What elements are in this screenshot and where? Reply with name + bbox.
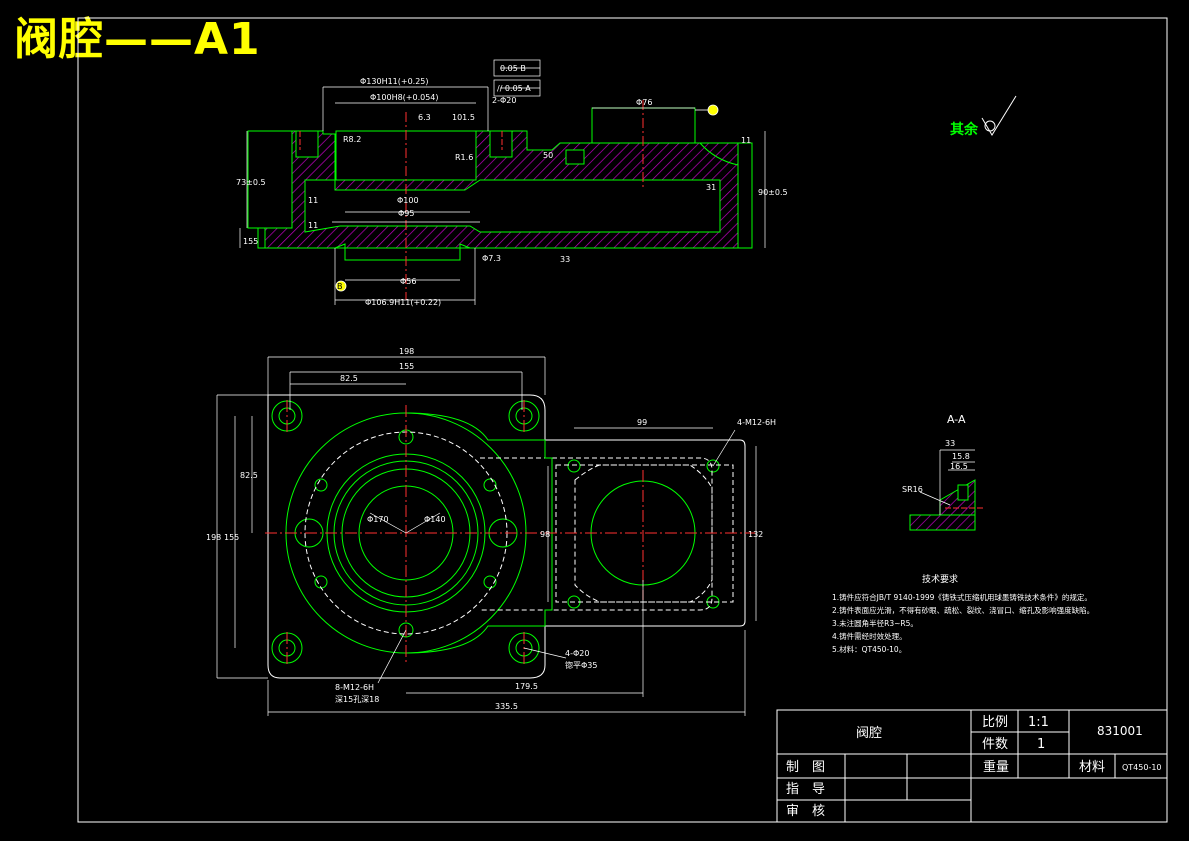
dim-h132: 132 xyxy=(748,530,763,539)
dim-h90: 90±0.5 xyxy=(758,188,788,197)
tb-scale-value: 1:1 xyxy=(1028,715,1049,730)
section-view xyxy=(247,100,753,300)
dim-h31: 31 xyxy=(706,183,716,192)
dim-r82: R8.2 xyxy=(343,135,361,144)
dim-h11a: 11 xyxy=(308,196,318,205)
dim-h11c: 11 xyxy=(741,136,751,145)
dim-b: B xyxy=(337,282,343,291)
dim-tol2: // 0.05 A xyxy=(497,84,531,93)
sheet-border xyxy=(77,17,1168,823)
tb-drawn-label: 制 图 xyxy=(786,760,825,775)
dim-d76: Φ76 xyxy=(636,98,652,107)
dim-d100b: Φ100 xyxy=(397,196,419,205)
section-a-a-label: A-A xyxy=(947,413,966,426)
tech-requirements: 技术要求 1.铸件应符合JB/T 9140-1999《铸铁式压缩机用球墨铸铁技术… xyxy=(832,573,1094,654)
roughness-symbol xyxy=(981,95,1017,136)
dim-h155: 155 xyxy=(224,533,239,542)
dim-sec-33: 33 xyxy=(945,439,955,448)
dim-holes-m12: 4-M12-6H xyxy=(737,418,776,427)
dim-sec-sr: SR16 xyxy=(902,485,923,494)
dim-ra63: 6.3 xyxy=(418,113,431,122)
dim-d56: Φ56 xyxy=(400,277,416,286)
tb-weight-label: 重量 xyxy=(983,759,1009,775)
dim-d140: Φ140 xyxy=(424,515,446,524)
tech-item-4: 4.铸件需经时效处理。 xyxy=(832,631,907,641)
plan-centerlines xyxy=(265,400,755,665)
dim-2xd20: 2-Φ20 xyxy=(492,96,516,105)
dim-sec-165: 16.5 xyxy=(950,462,968,471)
plan-flange xyxy=(404,412,553,654)
plan-view xyxy=(267,394,746,679)
tb-material-value: QT450-10 xyxy=(1122,763,1162,772)
tb-qty-label: 件数 xyxy=(982,737,1008,752)
big-title: 阀腔——A1 xyxy=(14,14,261,65)
tb-scale-label: 比例 xyxy=(982,715,1008,730)
dim-h33: 33 xyxy=(560,255,570,264)
dim-d130: Φ130H11(+0.25) xyxy=(360,77,429,86)
tech-item-5: 5.材料：QT450-10。 xyxy=(832,644,906,654)
tech-item-3: 3.未注圆角半径R3~R5。 xyxy=(832,618,918,628)
tech-heading: 技术要求 xyxy=(922,573,958,585)
dim-h825: 82.5 xyxy=(240,471,258,480)
tech-item-1: 1.铸件应符合JB/T 9140-1999《铸铁式压缩机用球墨铸铁技术条件》的规… xyxy=(832,592,1092,602)
title-block-texts: 阀腔 比例 1:1 件数 1 831001 重量 材料 QT450-10 制 图… xyxy=(786,715,1162,819)
dim-h50: 50 xyxy=(543,151,553,160)
dim-h155: 155 xyxy=(243,237,258,246)
dim-h73: 73±0.5 xyxy=(236,178,266,187)
datum-a-marker xyxy=(695,104,719,116)
plan-dims xyxy=(216,356,757,716)
tb-review-label: 审 核 xyxy=(786,804,825,819)
section-a-a-detail xyxy=(909,449,985,531)
tech-item-2: 2.铸件表面应光滑，不得有砂眼、疏松、裂纹、浇冒口、缩孔及影响强度缺陷。 xyxy=(832,605,1094,615)
dim-h11b: 11 xyxy=(308,221,318,230)
dim-d170: Φ170 xyxy=(367,515,389,524)
dim-h98: 98 xyxy=(540,530,550,539)
section-cavity xyxy=(304,179,721,233)
dim-h1015: 101.5 xyxy=(452,113,475,122)
dim-w198: 198 xyxy=(399,347,414,356)
dimension-texts: Φ130H11(+0.25) Φ100H8(+0.054) 0.05 B // … xyxy=(206,64,970,711)
datum-b-marker xyxy=(335,280,347,292)
dim-holes-4d20: 4-Φ20 xyxy=(565,649,589,658)
tb-guide-label: 指 导 xyxy=(786,782,825,797)
dim-sec-158: 15.8 xyxy=(952,452,970,461)
dim-holes-8m12: 8-M12-6H xyxy=(335,683,374,692)
tb-material-label: 材料 xyxy=(1079,760,1105,775)
dim-d100: Φ100H8(+0.054) xyxy=(370,93,439,102)
dim-h198: 198 xyxy=(206,533,221,542)
tb-drawing-no: 831001 xyxy=(1097,724,1143,738)
dim-d73: Φ7.3 xyxy=(482,254,501,263)
section-dims xyxy=(239,59,766,305)
dim-w825: 82.5 xyxy=(340,374,358,383)
dim-holes-spotface: 锪平Φ35 xyxy=(565,660,597,670)
dim-d1069: Φ106.9H11(+0.22) xyxy=(365,298,441,307)
roughness-note: 其余 xyxy=(950,121,979,138)
dim-r16: R1.6 xyxy=(455,153,473,162)
tb-qty-value: 1 xyxy=(1037,737,1045,752)
dim-w99: 99 xyxy=(637,418,647,427)
dim-holes-depth: 深15孔深18 xyxy=(335,695,379,704)
dim-w179: 179.5 xyxy=(515,682,538,691)
title-block-lines xyxy=(776,709,1168,823)
tb-part-name: 阀腔 xyxy=(856,726,882,741)
dim-w155: 155 xyxy=(399,362,414,371)
dim-tol1: 0.05 B xyxy=(500,64,526,73)
dim-d95: Φ95 xyxy=(398,209,414,218)
dim-w3355: 335.5 xyxy=(495,702,518,711)
